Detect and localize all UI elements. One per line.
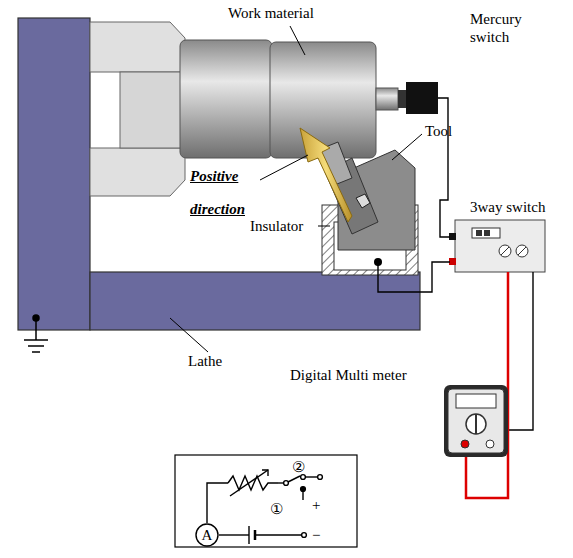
label: Mercury switch (470, 10, 540, 46)
chuck-jaw (90, 148, 185, 196)
label: Positive direction (190, 160, 268, 226)
work-material (270, 42, 376, 158)
label: Digital Multi meter (290, 366, 407, 384)
label: Insulator (250, 217, 303, 235)
direction-arrow (300, 128, 352, 222)
variable-resistor (228, 476, 278, 490)
label: − (312, 526, 320, 544)
digital-multimeter (444, 385, 508, 457)
three-way-switch (455, 220, 545, 272)
ground-symbol (24, 315, 48, 352)
label: ② (292, 458, 305, 476)
label: Lathe (188, 352, 222, 370)
mercury-switch (406, 82, 438, 114)
switch-shaft (398, 90, 406, 108)
lathe-bed (90, 272, 420, 330)
tool-screw (356, 194, 370, 208)
label: ① (270, 500, 283, 518)
circuit (207, 470, 322, 544)
label: Tool (425, 122, 452, 140)
ammeter-symbol: A (195, 523, 219, 547)
lathe-column (18, 18, 90, 330)
inset-frame (175, 455, 357, 547)
chuck-jaw (90, 22, 185, 72)
work-end (376, 88, 398, 110)
leader-line (170, 26, 422, 352)
label: 3way switch (470, 198, 545, 216)
switch-slider (472, 228, 500, 238)
node-text: A (202, 528, 213, 543)
label: Work material (228, 4, 314, 22)
label: + (312, 496, 320, 514)
chuck-body (120, 72, 185, 148)
spindle-cylinder (180, 40, 272, 158)
